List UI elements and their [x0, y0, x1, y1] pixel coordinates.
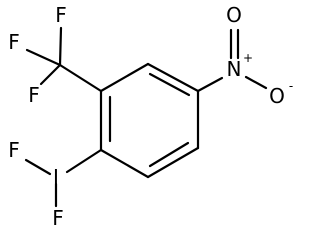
nitro-group: N + O O - [196, 3, 293, 108]
bond-ring-inner-double-2 [148, 72, 191, 97]
bond-ring-inner-double-3 [148, 141, 190, 168]
atom-n-nitro: N [227, 57, 242, 81]
bond-ring-to-cf3-carbon [58, 63, 103, 93]
bond-ring-c6-c1 [99, 148, 150, 179]
atom-f-cf3-bottom: F [28, 83, 40, 107]
bond-cf3-to-f-bottom [39, 63, 62, 86]
bond-ring-to-iodine [65, 148, 103, 174]
bond-cf3-to-f-left [25, 48, 62, 67]
atom-f-cf3-left: F [8, 30, 20, 54]
charge-n-nitro: + [243, 51, 253, 65]
bond-ring-c2-c3 [99, 62, 150, 93]
benzene-ring [99, 62, 200, 179]
atom-f-iodine-top: F [8, 138, 20, 162]
bond-ring-to-nitro-n [196, 76, 224, 93]
atom-iodine: I [53, 165, 59, 189]
charge-o-nitro-right: - [289, 79, 293, 93]
bond-cf3-to-f-top [58, 26, 63, 67]
iodine-difluoride-group: I F F [8, 138, 103, 230]
atom-o-nitro-top: O [226, 3, 242, 27]
atom-f-iodine-bottom: F [52, 206, 64, 230]
bond-iodine-to-f-top [24, 158, 52, 176]
bond-ring-c5-c6 [146, 146, 200, 179]
structure-diagram: F F F N + O O - I F F [8, 3, 293, 230]
bond-n-to-o-right [244, 75, 268, 90]
atom-f-cf3-top: F [55, 3, 67, 27]
bond-ring-c3-c4 [146, 62, 200, 93]
trifluoromethyl-group: F F F [8, 3, 103, 107]
atom-o-nitro-right: O [269, 84, 285, 108]
